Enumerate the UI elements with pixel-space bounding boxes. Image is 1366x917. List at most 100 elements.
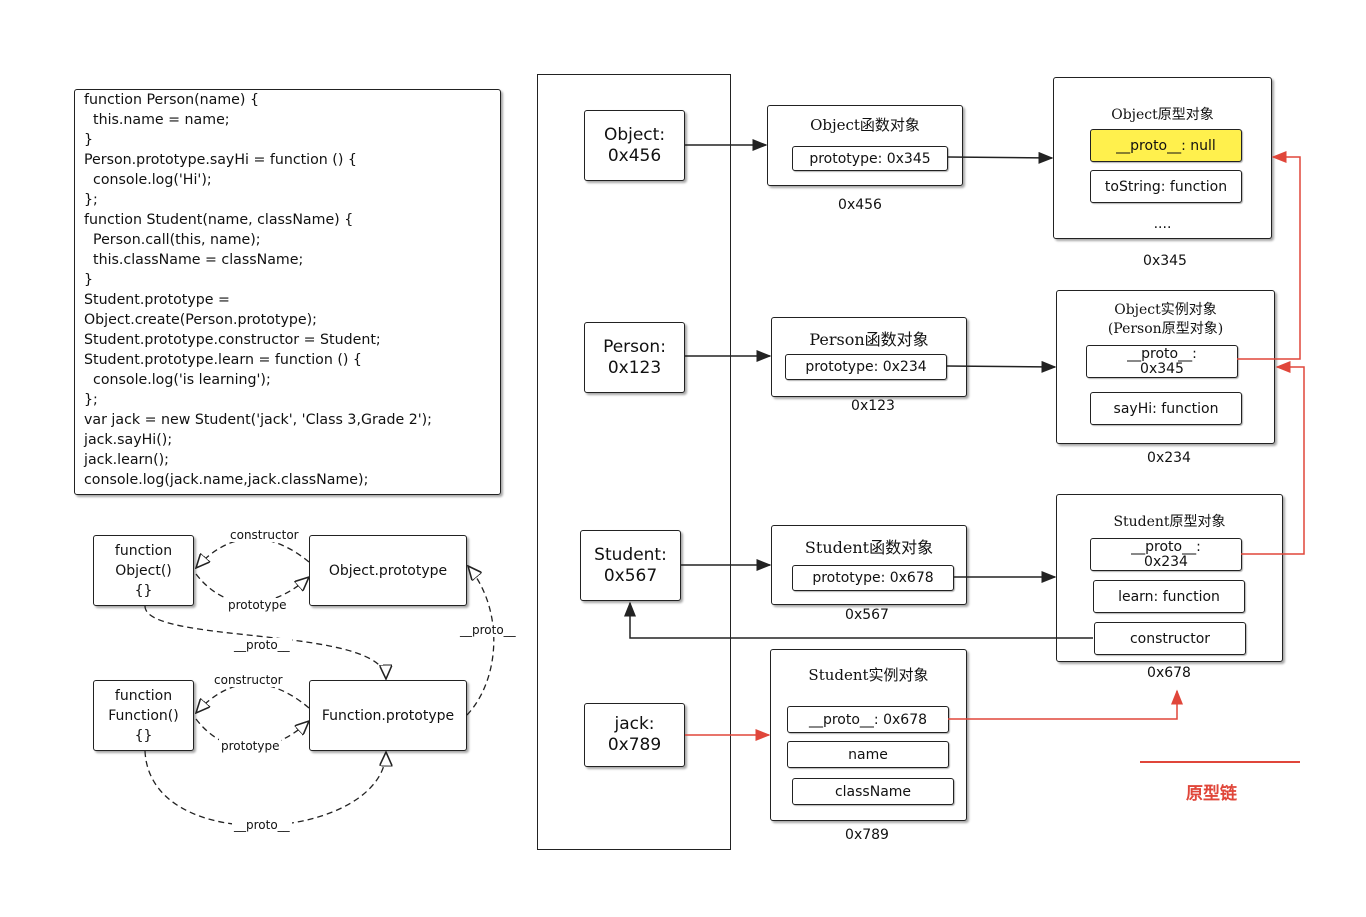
person-function-object: Person函数对象 prototype: 0x234: [771, 317, 967, 397]
code-block: function Person(name) { this.name = name…: [74, 89, 501, 495]
var-object-addr: 0x456: [607, 145, 662, 166]
label-proto-bottom: __proto__: [232, 818, 292, 832]
student-instance-title: Student实例对象: [808, 666, 929, 684]
code-line: console.log('Hi');: [84, 172, 212, 188]
arrow-function-proto: [144, 751, 386, 827]
sayhi-field: sayHi: function: [1090, 392, 1242, 425]
code-line: }: [84, 272, 94, 288]
var-person-name: Person:: [603, 336, 666, 357]
object-function-addr: 0x456: [838, 197, 882, 213]
object-function-object: Object函数对象 prototype: 0x345: [767, 105, 963, 186]
label-constructor-bottom: constructor: [212, 673, 285, 687]
learn-field: learn: function: [1093, 580, 1245, 613]
object-function-object-title: Object函数对象: [810, 116, 920, 134]
object-instance-object: Object实例对象 (Person原型对象) __proto__: 0x345…: [1056, 290, 1275, 444]
label-prototype-top: prototype: [226, 598, 289, 612]
function-object-box: function Object() {}: [93, 535, 194, 606]
code-line: jack.sayHi();: [84, 432, 173, 448]
object-prototype-label: Object.prototype: [328, 562, 448, 579]
var-jack: jack: 0x789: [584, 703, 685, 767]
object-tostring-field: toString: function: [1090, 170, 1242, 203]
arrow-object-proto: [144, 605, 386, 679]
object-prototype-addr: 0x345: [1143, 253, 1187, 269]
function-function-box: function Function() {}: [93, 680, 194, 751]
function-function-line2: Function(): [108, 707, 179, 724]
student-instance-proto-field: __proto__: 0x678: [787, 706, 949, 733]
code-line: }: [84, 132, 94, 148]
student-instance-addr: 0x789: [845, 827, 889, 843]
arrow-person-proto-chain: [1237, 151, 1301, 360]
person-function-addr: 0x123: [851, 398, 895, 414]
student-instance-object: Student实例对象 __proto__: 0x678 name classN…: [770, 649, 967, 821]
var-student-name: Student:: [594, 544, 667, 565]
arrow-instance-proto-chain: [948, 689, 1183, 720]
student-function-object-title: Student函数对象: [804, 538, 934, 557]
student-prototype-title: Student原型对象: [1113, 514, 1226, 530]
arrow-object-constructor: [196, 538, 310, 568]
student-instance-classname-field: className: [792, 778, 954, 805]
function-prototype-box: Function.prototype: [309, 680, 467, 751]
code-line: console.log('is learning');: [84, 372, 271, 388]
student-proto-value: 0x234: [1144, 553, 1188, 570]
arrow-constructor-back: [624, 601, 1093, 639]
code-line: };: [84, 192, 98, 208]
function-function-line1: function: [114, 687, 173, 704]
code-line: };: [84, 392, 98, 408]
object-instance-title2: (Person原型对象): [1107, 321, 1224, 337]
var-jack-addr: 0x789: [607, 735, 662, 755]
var-student-addr: 0x567: [603, 565, 658, 586]
object-instance-title1: Object实例对象: [1114, 302, 1217, 318]
code-line: this.className = className;: [84, 252, 304, 268]
code-line: Person.call(this, name);: [84, 232, 261, 248]
student-function-addr: 0x567: [845, 607, 889, 623]
code-line: function Person(name) {: [84, 92, 259, 108]
var-object-name: Object:: [603, 124, 666, 145]
code-line: Student.prototype.constructor = Student;: [84, 332, 381, 348]
code-line: Student.prototype.learn = function () {: [84, 352, 362, 368]
code-line: Person.prototype.sayHi = function () {: [84, 152, 357, 168]
arrow-person-prototype-ptr: [945, 360, 1057, 373]
arrow-student-proto-chain: [1241, 361, 1305, 555]
object-prototype-box: Object.prototype: [309, 535, 467, 606]
object-instance-addr: 0x234: [1147, 450, 1191, 466]
student-proto-field: __proto__: 0x234: [1090, 538, 1242, 571]
label-constructor-top: constructor: [228, 528, 301, 542]
var-jack-name: jack:: [614, 714, 655, 734]
code-line: this.name = name;: [84, 112, 230, 128]
person-prototype-field: prototype: 0x234: [785, 354, 947, 380]
object-prototype-object-title: Object原型对象: [1111, 107, 1214, 123]
student-prototype-addr: 0x678: [1147, 665, 1191, 681]
legend-label: 原型链: [1186, 784, 1237, 804]
person-proto-label: __proto__:: [1127, 345, 1197, 362]
var-person-addr: 0x123: [607, 357, 662, 378]
person-proto-field: __proto__: 0x345: [1086, 345, 1238, 378]
code-line: function Student(name, className) {: [84, 212, 354, 228]
object-prototype-field: prototype: 0x345: [792, 146, 948, 171]
person-proto-value: 0x345: [1140, 360, 1184, 377]
var-student: Student: 0x567: [580, 530, 681, 601]
var-object: Object: 0x456: [584, 110, 685, 181]
code-line: Student.prototype =: [84, 292, 230, 308]
code-line: Object.create(Person.prototype);: [84, 312, 317, 328]
stack-frame: [537, 74, 731, 850]
student-proto-label: __proto__:: [1131, 538, 1201, 555]
person-function-object-title: Person函数对象: [809, 330, 929, 349]
student-function-object: Student函数对象 prototype: 0x678: [771, 525, 967, 605]
arrow-function-constructor: [196, 683, 310, 713]
student-prototype-field: prototype: 0x678: [792, 565, 954, 591]
label-prototype-bottom: prototype: [219, 739, 282, 753]
label-proto-right: __proto__: [458, 623, 518, 637]
code-line: console.log(jack.name,jack.className);: [84, 472, 369, 488]
function-object-line3: {}: [134, 582, 153, 599]
function-object-line1: function: [114, 542, 173, 559]
label-proto-mid: __proto__: [232, 638, 292, 652]
function-object-line2: Object(): [115, 562, 172, 579]
object-prototype-object: Object原型对象 __proto__: null toString: fun…: [1053, 77, 1272, 239]
function-function-line3: {}: [134, 727, 153, 744]
student-instance-name-field: name: [787, 741, 949, 768]
object-more-dots: ....: [1153, 216, 1172, 232]
arrow-funcproto-proto: [466, 566, 495, 716]
arrow-object-prototype-ptr: [947, 151, 1054, 164]
function-prototype-label: Function.prototype: [321, 707, 455, 724]
